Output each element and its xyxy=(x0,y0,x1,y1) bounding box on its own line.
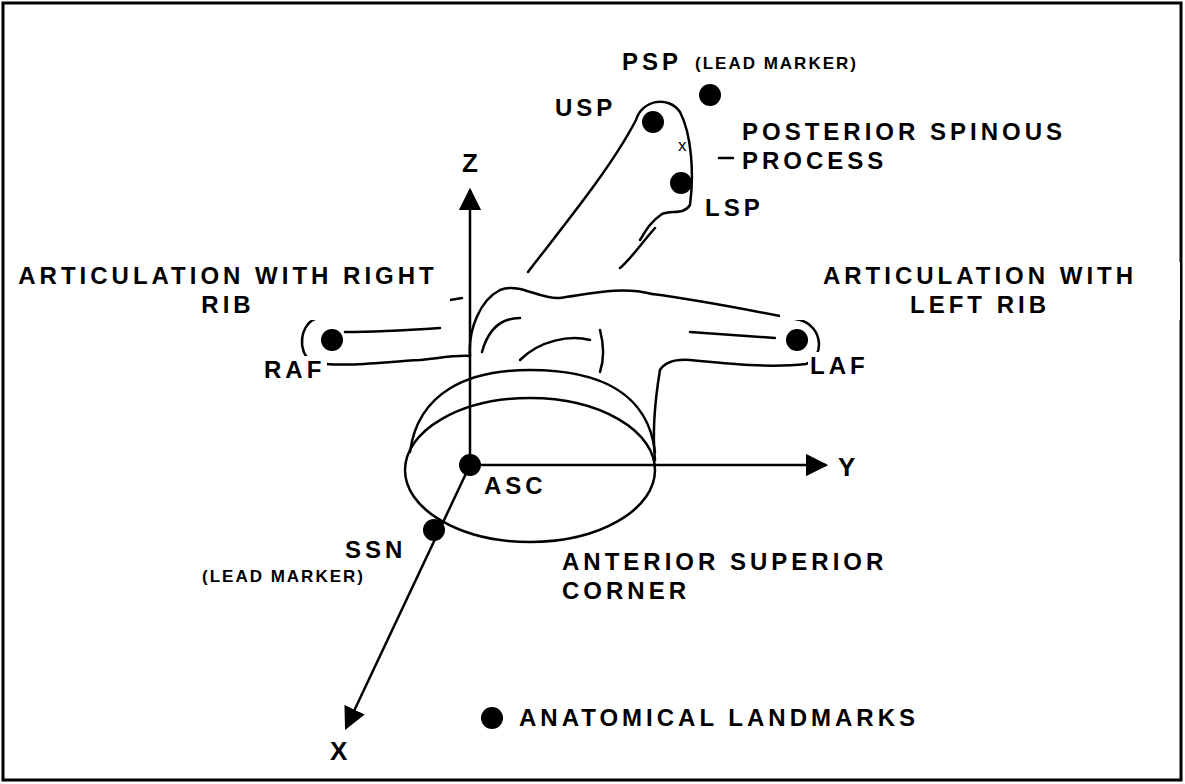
marker-note: (LEAD MARKER) xyxy=(693,54,860,74)
legend-dot xyxy=(481,707,503,729)
leader-dash xyxy=(719,157,733,160)
landmark-name: RAF xyxy=(262,356,327,385)
spinous-process-outline xyxy=(528,102,692,272)
axis-label: X xyxy=(328,736,349,767)
landmark-name: LAF xyxy=(808,352,871,381)
x-axis xyxy=(346,465,470,728)
landmark-dot xyxy=(459,454,481,476)
landmark-name: SSN xyxy=(343,536,408,565)
legend-row: ANATOMICAL LANDMARKS xyxy=(481,704,921,733)
landmark-dot xyxy=(699,84,721,106)
z-axis xyxy=(469,190,472,465)
axis-label: Y xyxy=(836,452,857,483)
landmark-dot xyxy=(642,111,664,133)
lamina-curve xyxy=(600,330,603,372)
landmark-name: USP xyxy=(553,94,618,123)
landmark-name: PSP xyxy=(620,48,684,77)
part-name: ARTICULATION WITH RIGHT RIB xyxy=(6,262,450,320)
part-name: POSTERIOR SPINOUS PROCESS xyxy=(740,118,1164,176)
lamina-curve xyxy=(520,338,590,360)
spinous-process-edge xyxy=(620,228,655,268)
marker-note: (LEAD MARKER) xyxy=(200,567,367,587)
vertebral-body-upper-rim xyxy=(410,370,655,452)
part-name: ARTICULATION WITH LEFT RIB xyxy=(780,262,1180,320)
point-mark: x xyxy=(676,136,689,156)
landmark-name: ASC xyxy=(482,472,549,501)
landmark-name: LSP xyxy=(703,194,766,223)
frame xyxy=(3,3,1181,780)
process-ridge xyxy=(345,328,440,332)
landmark-dot xyxy=(786,329,808,351)
landmark-dot xyxy=(423,519,445,541)
axis-label: Z xyxy=(460,148,480,179)
vertebral-arch xyxy=(470,288,652,356)
lamina-curve xyxy=(482,318,520,352)
landmark-dot xyxy=(670,172,692,194)
part-name: ANTERIOR SUPERIOR CORNER xyxy=(560,548,1004,606)
legend-text: ANATOMICAL LANDMARKS xyxy=(517,704,921,733)
process-ridge xyxy=(690,332,775,338)
landmark-dot xyxy=(321,329,343,351)
y-axis xyxy=(470,464,826,467)
